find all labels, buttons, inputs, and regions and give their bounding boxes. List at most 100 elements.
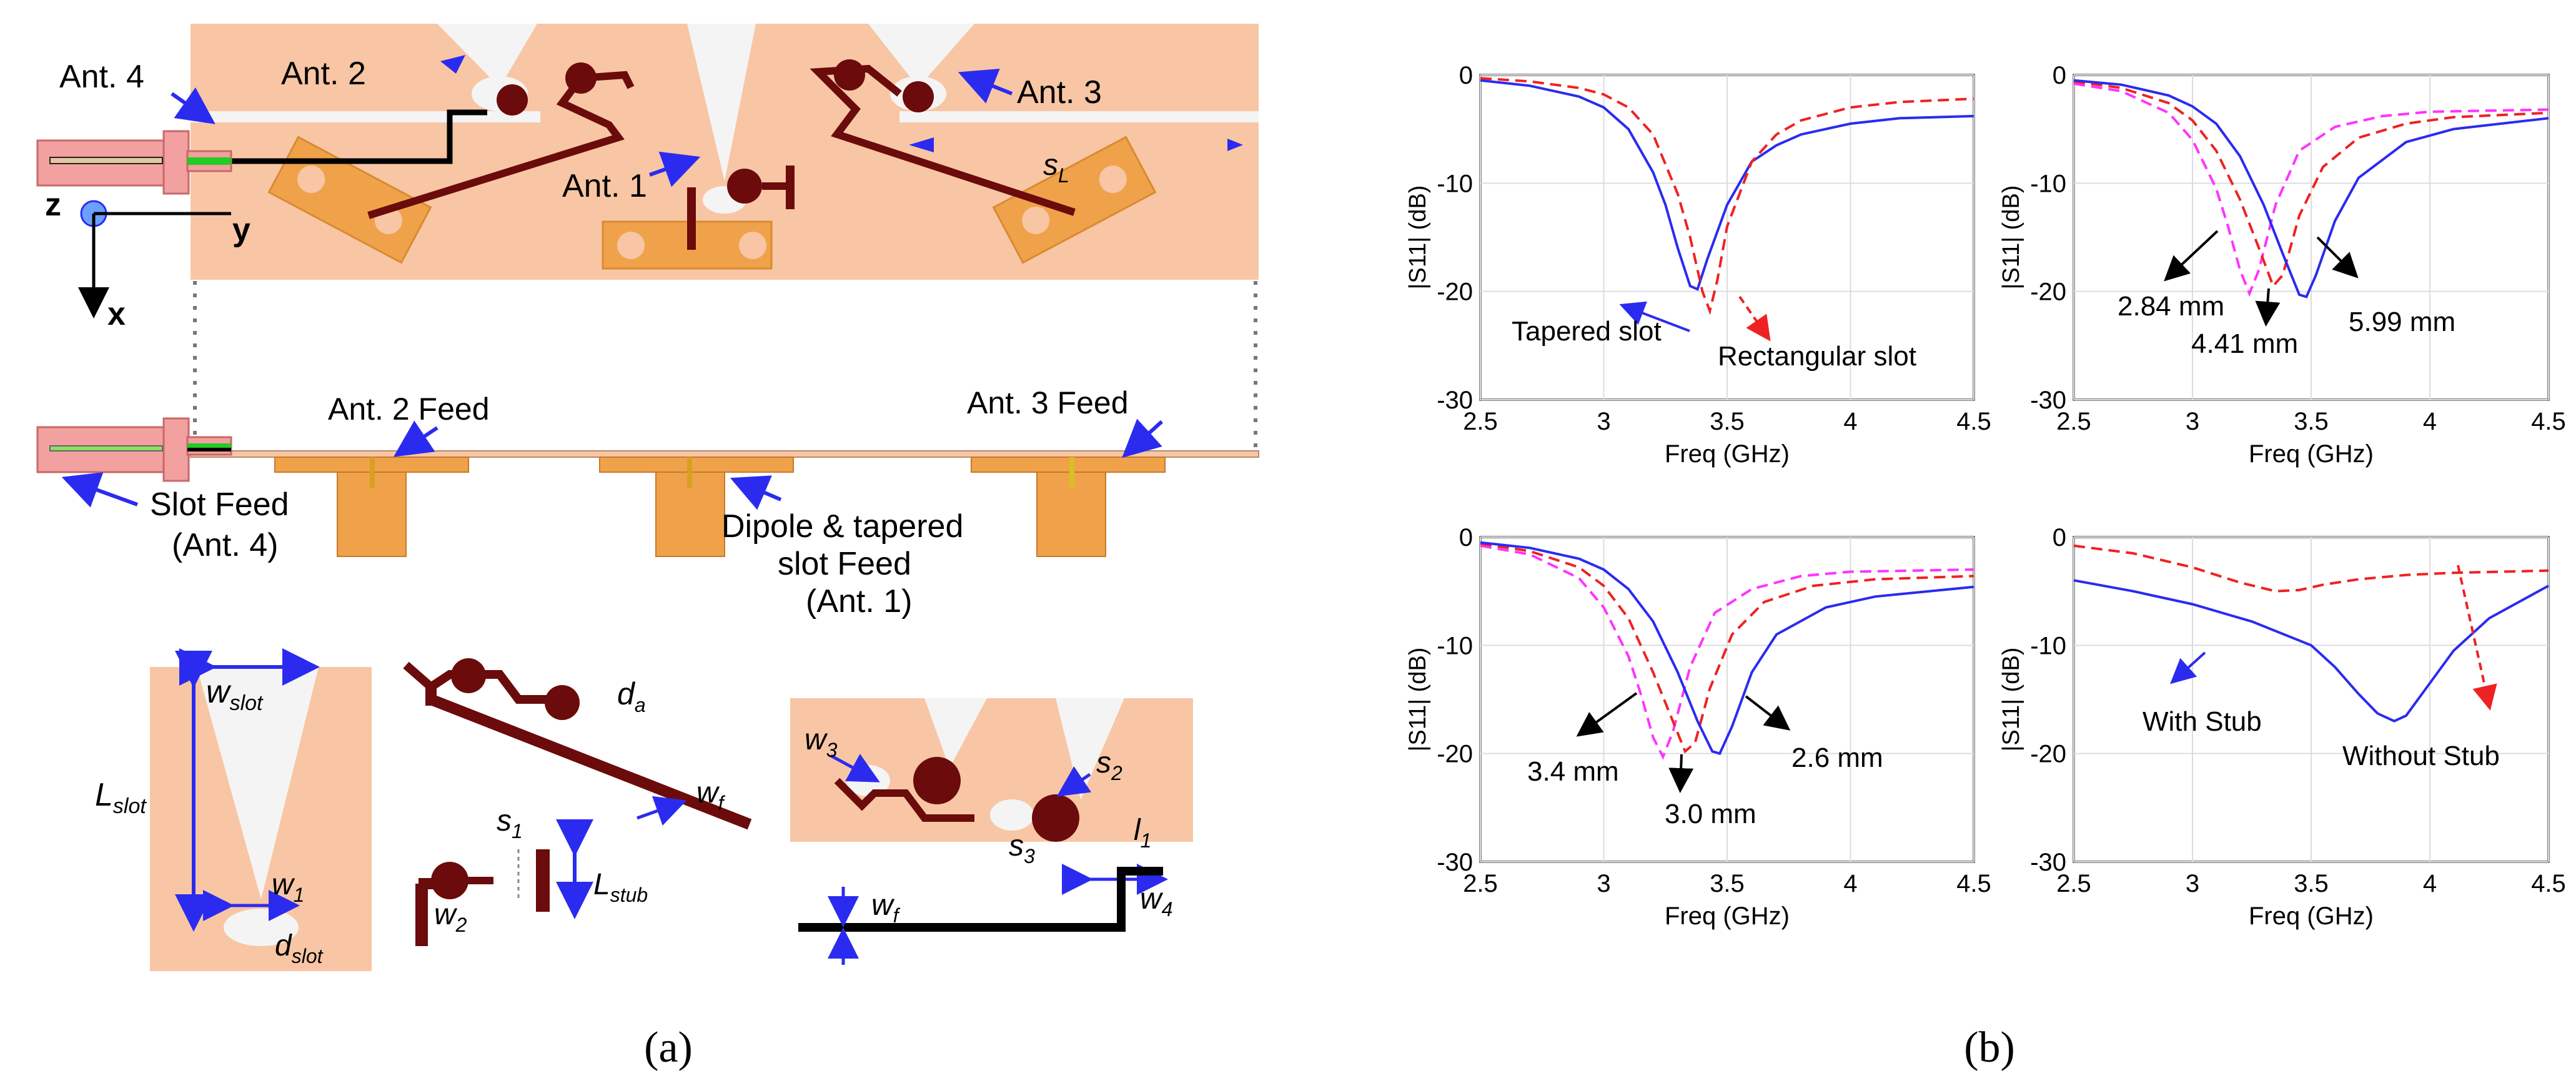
x-tick-label: 3 bbox=[1597, 870, 1610, 897]
top-view: Ant. 4 Ant. 2 Ant. 3 Ant. 1 sL z y x bbox=[36, 24, 1259, 450]
label-d-a: da bbox=[617, 676, 646, 716]
annotation-label: Tapered slot bbox=[1512, 316, 1662, 347]
label-L-stub: Lstub bbox=[593, 868, 648, 906]
series-line-2-84-mm bbox=[2073, 82, 2549, 297]
series-line-5-99-mm bbox=[2073, 79, 2549, 299]
label-w-f2: wf bbox=[871, 889, 901, 927]
x-tick-label: 4 bbox=[1843, 870, 1857, 897]
series-line-rectangular-slot bbox=[1480, 77, 1974, 315]
label-w2: w2 bbox=[434, 898, 467, 936]
y-tick-label: -10 bbox=[2030, 632, 2066, 659]
slot-left bbox=[191, 111, 540, 122]
x-axis-label: Freq (GHz) bbox=[2249, 440, 2374, 468]
y-tick-label: -10 bbox=[1437, 170, 1473, 197]
series-line-4-41-mm bbox=[2073, 80, 2549, 289]
x-tick-label: 3 bbox=[2186, 408, 2199, 435]
annotation-arrow bbox=[2316, 236, 2359, 279]
x-tick-label: 4 bbox=[1843, 408, 1857, 435]
x-tick-label: 4.5 bbox=[2531, 870, 2566, 897]
connector-side bbox=[36, 417, 232, 482]
label-d-slot: dslot bbox=[275, 929, 324, 967]
x-tick-label: 4.5 bbox=[2531, 408, 2566, 435]
series-line-2-6-mm bbox=[1480, 541, 1974, 756]
y-tick-label: -30 bbox=[1437, 387, 1473, 414]
trace-ant3 bbox=[810, 64, 1076, 216]
x-tick-label: 4 bbox=[2423, 408, 2437, 435]
y-tick-label: -10 bbox=[2030, 170, 2066, 197]
annotation-label: 3.0 mm bbox=[1665, 799, 1756, 829]
series-line-3-0-mm bbox=[1480, 542, 1974, 754]
x-tick-label: 3 bbox=[2186, 870, 2199, 897]
detail-trace: da wf s1 Lstub w2 bbox=[403, 658, 752, 946]
y-tick-label: -30 bbox=[2030, 849, 2066, 876]
tapered-slot-ant1 bbox=[687, 24, 756, 181]
substrate-side bbox=[190, 450, 1259, 458]
label-w-f: wf bbox=[696, 776, 726, 814]
coordinate-axes: z y x bbox=[45, 187, 250, 332]
caption-b: (b) bbox=[1964, 1024, 2015, 1072]
annotation-arrow bbox=[1738, 295, 1771, 342]
annotation-arrow bbox=[2170, 651, 2206, 684]
label-dipole-feed-2: slot Feed bbox=[778, 546, 911, 582]
label-ant2-feed: Ant. 2 Feed bbox=[328, 392, 490, 427]
label-s3: s3 bbox=[1009, 829, 1035, 867]
x-tick-label: 3.5 bbox=[2294, 870, 2329, 897]
annotation-arrow bbox=[2255, 288, 2281, 327]
axis-z-label: z bbox=[45, 187, 61, 223]
y-axis-label: |S11| (dB) bbox=[1998, 648, 2024, 752]
x-axis-label: Freq (GHz) bbox=[1665, 440, 1790, 468]
patch-right bbox=[992, 136, 1157, 264]
series-line-with-stub bbox=[2073, 579, 2549, 723]
label-slot-feed-1: Slot Feed bbox=[150, 486, 289, 523]
y-axis-label: |S11| (dB) bbox=[1405, 648, 1431, 752]
y-tick-label: -30 bbox=[2030, 387, 2066, 414]
y-tick-label: -20 bbox=[1437, 741, 1473, 768]
y-axis-label: |S11| (dB) bbox=[1405, 185, 1431, 290]
tapered-slot-ant2 bbox=[437, 24, 537, 87]
y-tick-label: -20 bbox=[1437, 279, 1473, 306]
x-tick-label: 2.5 bbox=[1463, 870, 1498, 897]
x-tick-label: 3.5 bbox=[1710, 408, 1745, 435]
series-line-without-stub bbox=[2073, 544, 2549, 593]
label-ant1: Ant. 1 bbox=[562, 168, 647, 204]
panel-a: Ant. 4 Ant. 2 Ant. 3 Ant. 1 sL z y x bbox=[36, 24, 1259, 1072]
label-ant4: Ant. 4 bbox=[59, 59, 144, 95]
annotation-label: Rectangular slot bbox=[1718, 341, 1916, 372]
annotation-label: 3.4 mm bbox=[1527, 756, 1619, 787]
annotation-label: With Stub bbox=[2143, 706, 2262, 737]
label-sL: sL bbox=[1043, 149, 1069, 187]
label-ant3-feed: Ant. 3 Feed bbox=[967, 385, 1129, 420]
label-slot-feed-2: (Ant. 4) bbox=[172, 527, 279, 563]
connector-top bbox=[36, 130, 232, 195]
x-tick-label: 3 bbox=[1597, 408, 1610, 435]
x-axis-label: Freq (GHz) bbox=[2249, 902, 2374, 930]
y-axis-label: |S11| (dB) bbox=[1998, 185, 2024, 290]
annotation-arrow bbox=[1619, 301, 1690, 332]
trace-ant2 bbox=[367, 71, 635, 219]
label-w4: w4 bbox=[1140, 882, 1172, 921]
x-tick-label: 3.5 bbox=[1710, 870, 1745, 897]
x-tick-label: 2.5 bbox=[1463, 408, 1498, 435]
slot-right bbox=[899, 111, 1259, 122]
y-tick-label: 0 bbox=[1459, 524, 1473, 551]
caption-a: (a) bbox=[644, 1024, 693, 1072]
axis-x-label: x bbox=[107, 296, 126, 332]
label-w3: w3 bbox=[805, 723, 838, 761]
y-tick-label: -20 bbox=[2030, 279, 2066, 306]
y-tick-label: 0 bbox=[2053, 62, 2066, 89]
label-L-slot: Lslot bbox=[95, 777, 147, 818]
annotation-label: Without Stub bbox=[2342, 741, 2500, 771]
tapered-slot-ant3 bbox=[868, 24, 974, 87]
annotation-label: 2.6 mm bbox=[1791, 743, 1883, 773]
label-s2: s2 bbox=[1096, 746, 1122, 784]
y-tick-label: 0 bbox=[2053, 524, 2066, 551]
x-tick-label: 2.5 bbox=[2056, 870, 2091, 897]
label-ant2: Ant. 2 bbox=[281, 56, 366, 92]
detail-slot: wslot Lslot w1 dslot bbox=[95, 648, 372, 971]
slot-feed-line-top bbox=[231, 109, 487, 164]
